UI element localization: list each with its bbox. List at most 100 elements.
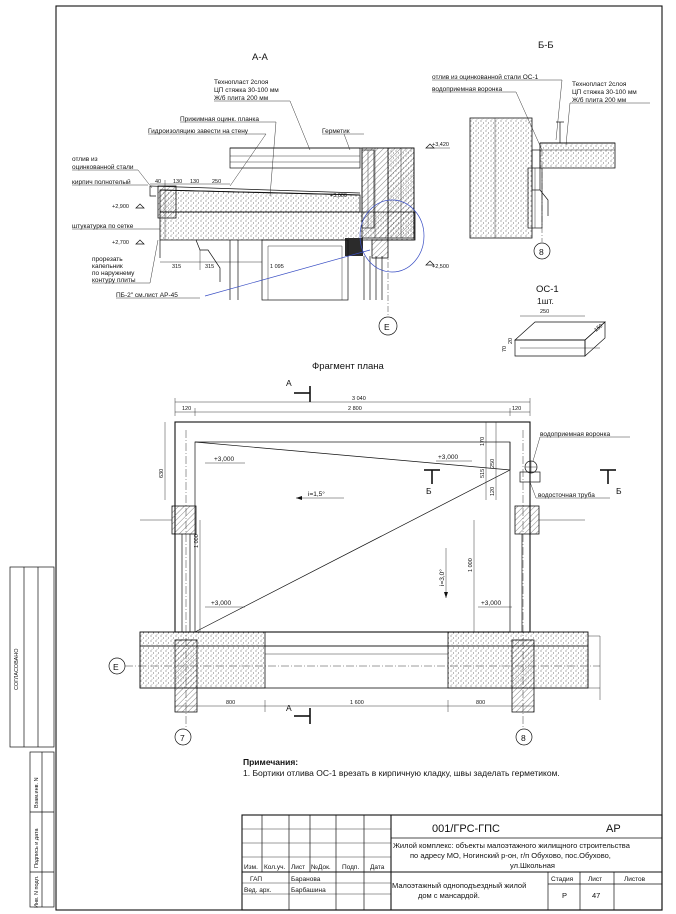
svg-text:+2,500: +2,500 xyxy=(432,264,449,270)
aa-plaster: штукатурка по сетке xyxy=(72,223,134,230)
stamp-project-1: Жилой комплекс: объекты малоэтажного жил… xyxy=(393,841,631,850)
os1-h2: 20 xyxy=(508,338,514,344)
stamp-object-1: Малоэтажный однoподъездный жилой xyxy=(392,881,526,890)
aa-flashing-1: отлив из xyxy=(72,156,98,163)
bb-flashing: отлив из оцинкованной стали ОС-1 xyxy=(432,73,539,81)
svg-text:Вед. арх.: Вед. арх. xyxy=(244,887,272,894)
svg-text:800: 800 xyxy=(476,700,485,706)
svg-text:№Док.: №Док. xyxy=(311,864,331,871)
aa-sealant: Герметик xyxy=(322,128,350,135)
podpis-label: Подпись и дата xyxy=(34,828,40,868)
level-3420: +3,420 xyxy=(425,142,450,149)
svg-text:ГАП: ГАП xyxy=(250,876,262,883)
level-2700: +2,700 xyxy=(112,239,145,246)
svg-text:2 800: 2 800 xyxy=(348,406,362,412)
svg-text:515: 515 xyxy=(480,469,486,478)
stamp-code: 001/ГРС-ГПС xyxy=(432,823,500,835)
slope-x: i=1,5° xyxy=(308,490,325,498)
svg-text:Кол.уч.: Кол.уч. xyxy=(264,864,285,871)
axis-8-plan: 8 xyxy=(521,733,526,743)
svg-text:+3,000: +3,000 xyxy=(438,454,458,461)
svg-text:контуру плиты: контуру плиты xyxy=(92,277,136,284)
svg-text:ЦП стяжка 30-100 мм: ЦП стяжка 30-100 мм xyxy=(572,89,637,96)
cut-b-right: Б xyxy=(616,486,622,496)
os1-h: 70 xyxy=(502,346,508,352)
svg-text:+3,000: +3,000 xyxy=(330,193,347,199)
svg-text:Стадия: Стадия xyxy=(551,876,574,883)
aa-technonikol: Технопласт 2слоя xyxy=(214,79,269,86)
svg-text:+3,000: +3,000 xyxy=(481,600,501,607)
plan-fragment: Фрагмент плана А А 3 040 120 2 800 120 +… xyxy=(108,361,630,746)
stamp-project-2: по адресу МО, Ногинский р-он, г/п Обухов… xyxy=(410,851,611,860)
svg-text:630: 630 xyxy=(159,469,165,478)
svg-text:250: 250 xyxy=(212,179,221,185)
title-block: Изм. Кол.уч. Лист №Док. Подп. Дата ГАП Б… xyxy=(241,814,663,911)
axis-e-plan: Е xyxy=(113,662,119,672)
svg-text:3 040: 3 040 xyxy=(352,396,366,402)
bb-funnel: водоприемная воронка xyxy=(432,86,502,93)
stamp-stage: Р xyxy=(562,891,567,900)
cut-b-left: Б xyxy=(426,486,432,496)
os1-title: ОС-1 xyxy=(536,284,559,295)
svg-text:315: 315 xyxy=(172,264,181,270)
os1-len: 250 xyxy=(540,309,549,315)
stamp-object-2: дом с мансардой. xyxy=(418,891,480,900)
vzam-label: Взам.инв. N xyxy=(34,777,40,808)
plan-pipe: водосточная труба xyxy=(538,491,595,499)
plan-level-bl: +3,000 xyxy=(205,600,245,608)
svg-text:Подп.: Подп. xyxy=(342,864,359,871)
svg-text:Дата: Дата xyxy=(370,864,385,871)
svg-text:1 000: 1 000 xyxy=(194,534,200,548)
section-bb: Б-Б отлив из оцинкованной стали ОС-1 вод… xyxy=(432,40,650,260)
notes: Примечания: 1. Бортики отлива ОС-1 вреза… xyxy=(243,757,560,778)
aa-plank: Прижимная оцинк. планка xyxy=(180,116,259,123)
level-2900: +2,900 xyxy=(112,203,145,210)
stamp-sheet-code: АР xyxy=(606,823,621,835)
soglasovano-label: СОГЛАСОВАНО xyxy=(14,648,20,690)
plan-level-tl: +3,000 xyxy=(205,456,245,464)
os1-qty: 1шт. xyxy=(537,296,554,306)
cut-a-top: А xyxy=(286,378,292,388)
plan-title: Фрагмент плана xyxy=(312,361,385,372)
svg-text:+3,420: +3,420 xyxy=(432,142,449,148)
axis-8-bb: 8 xyxy=(539,247,544,257)
svg-text:+3,000: +3,000 xyxy=(211,600,231,607)
svg-text:+2,900: +2,900 xyxy=(112,204,129,210)
inv-label: Инв. N подл. xyxy=(34,875,40,908)
level-3000: +3,000 xyxy=(330,193,347,199)
svg-text:Баранова: Баранова xyxy=(291,876,321,883)
svg-text:прорезать: прорезать xyxy=(92,256,123,263)
svg-text:1 095: 1 095 xyxy=(270,264,284,270)
svg-text:315: 315 xyxy=(205,264,214,270)
svg-text:Ж/б плита 200 мм: Ж/б плита 200 мм xyxy=(572,96,627,104)
notes-item-1: 1. Бортики отлива ОС-1 врезать в кирпичн… xyxy=(243,768,560,778)
svg-text:Лист: Лист xyxy=(291,864,305,871)
plan-funnel: водоприемная воронка xyxy=(540,431,610,438)
svg-text:+3,000: +3,000 xyxy=(214,456,234,463)
axis-7: 7 xyxy=(180,733,185,743)
os1-detail: ОС-1 1шт. 250 150 70 20 xyxy=(502,284,606,357)
svg-text:по наружнему: по наружнему xyxy=(92,270,135,277)
svg-text:120: 120 xyxy=(512,406,521,412)
cut-a-bottom: А xyxy=(286,703,292,713)
svg-text:40: 40 xyxy=(155,179,161,185)
aa-slab: Ж/б плита 200 мм xyxy=(214,94,269,102)
stamp-sheet: 47 xyxy=(592,891,600,900)
svg-text:1 600: 1 600 xyxy=(350,700,364,706)
section-bb-title: Б-Б xyxy=(538,40,554,51)
svg-text:800: 800 xyxy=(226,700,235,706)
aa-pb-note: ПБ-2" см.лист АР-45 xyxy=(116,292,178,299)
svg-text:Технопласт 2слоя: Технопласт 2слоя xyxy=(572,81,627,88)
aa-brick: кирпич полнотелый xyxy=(72,178,131,186)
svg-text:Барбашина: Барбашина xyxy=(291,886,326,894)
section-aa: А-А xyxy=(72,52,450,336)
plan-level-tr: +3,000 xyxy=(436,454,472,462)
notes-title: Примечания: xyxy=(243,757,298,767)
svg-text:130: 130 xyxy=(190,179,199,185)
section-aa-title: А-А xyxy=(252,52,269,63)
svg-text:Изм.: Изм. xyxy=(244,864,258,871)
svg-text:250: 250 xyxy=(490,459,496,468)
svg-text:170: 170 xyxy=(480,437,486,446)
svg-text:Листов: Листов xyxy=(624,876,646,883)
